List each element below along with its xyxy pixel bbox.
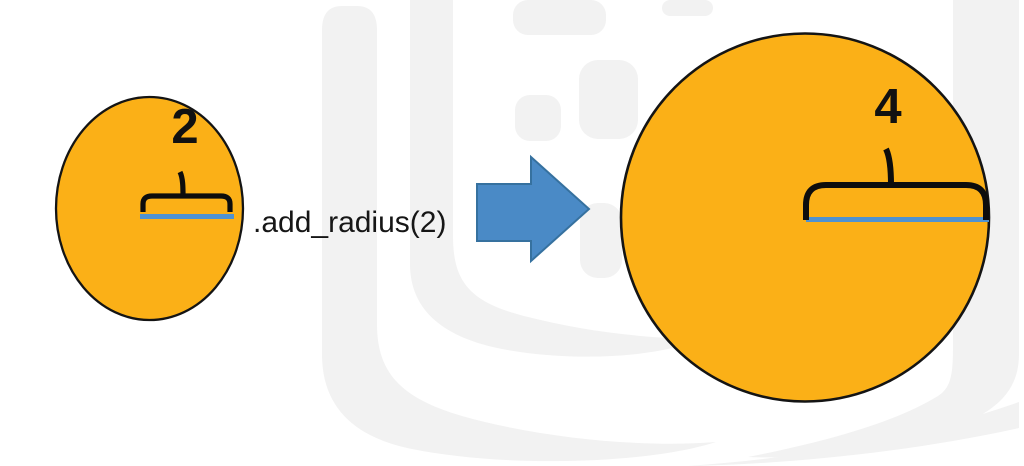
watermark-block — [579, 60, 638, 139]
before-circle — [54, 95, 245, 322]
after-radius-brace-icon — [803, 147, 989, 220]
transform-arrow-icon — [476, 154, 591, 264]
watermark-block — [515, 95, 561, 141]
watermark-block — [580, 203, 622, 278]
before-radius-brace-icon — [140, 170, 233, 212]
watermark-book-page-left-inner — [410, 0, 704, 357]
watermark-block — [513, 0, 606, 35]
before-radius-label: 2 — [171, 100, 199, 154]
watermark-book-page-bottom — [688, 402, 1019, 466]
after-radius-label: 4 — [874, 80, 902, 134]
watermark-book-page-left-outer — [322, 6, 716, 462]
method-call-text: .add_radius(2) — [253, 206, 447, 239]
watermark-block — [662, 0, 713, 16]
